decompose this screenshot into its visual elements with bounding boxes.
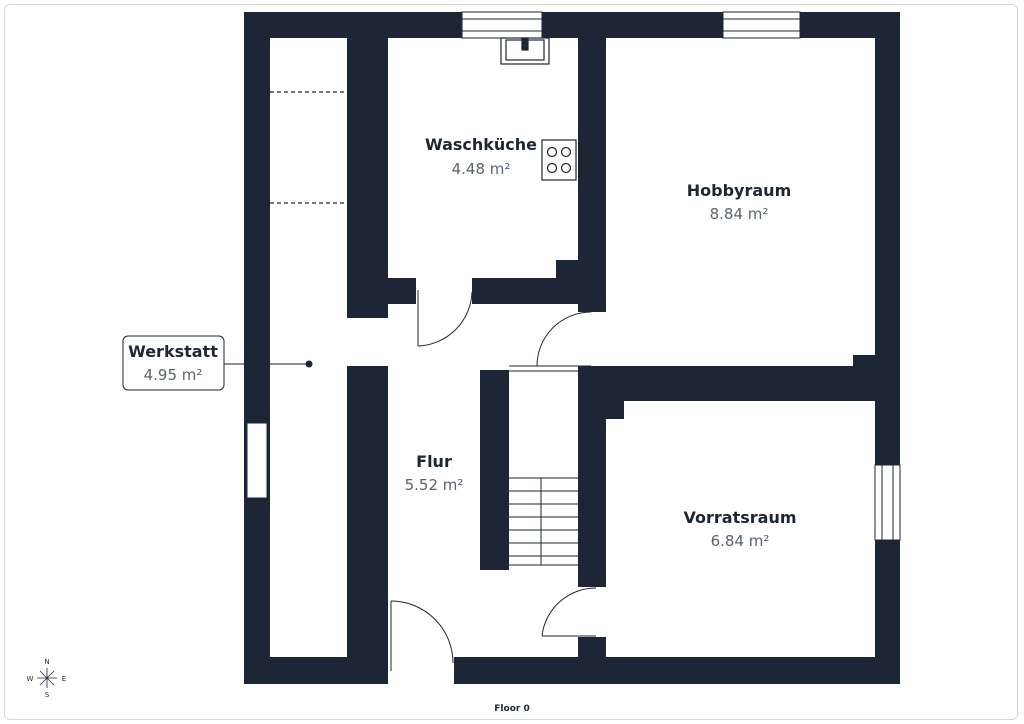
walls xyxy=(244,12,900,684)
compass-n: N xyxy=(44,658,49,666)
stove-icon xyxy=(541,139,577,181)
window-vorratsraum xyxy=(874,464,901,541)
room-area: 5.52 m² xyxy=(405,476,464,494)
room-name: Vorratsraum xyxy=(684,508,797,527)
compass-rose-icon: N E S W xyxy=(27,658,67,699)
wall-top xyxy=(244,12,900,38)
compass-s: S xyxy=(45,691,50,699)
callout-box xyxy=(122,335,225,391)
room-label-werkstatt: Werkstatt 4.95 m² xyxy=(122,335,313,391)
wall-right xyxy=(875,12,900,684)
room-area: 4.48 m² xyxy=(452,160,511,178)
compass-w: W xyxy=(27,675,34,683)
room-area: 4.95 m² xyxy=(144,366,203,384)
stair-opening xyxy=(509,365,578,372)
wall-werkstatt-upper xyxy=(347,38,388,318)
window-hobbyraum xyxy=(722,11,801,39)
wall-vorrat-notch xyxy=(606,401,624,419)
wall-wk-corner xyxy=(556,260,578,304)
floor-label: Floor 0 xyxy=(494,704,529,714)
room-label-flur: Flur 5.52 m² xyxy=(405,452,464,494)
room-name: Werkstatt xyxy=(128,342,218,361)
door-entrance xyxy=(390,600,454,671)
door-vorratsraum xyxy=(541,587,597,637)
windows xyxy=(246,11,901,541)
werkstatt-dashes xyxy=(270,91,347,204)
wall-vorrat-left-upper xyxy=(578,366,606,587)
wall-stair-core xyxy=(480,370,509,570)
callout-dot xyxy=(305,360,313,368)
wall-hobby-left xyxy=(578,38,606,312)
wall-bottom-left xyxy=(244,657,388,684)
room-name: Flur xyxy=(416,452,452,471)
room-label-waschkueche: Waschküche 4.48 m² xyxy=(425,135,537,178)
compass-e: E xyxy=(62,675,66,683)
room-area: 8.84 m² xyxy=(710,205,769,223)
door-waschkueche xyxy=(417,290,473,347)
room-label-hobbyraum: Hobbyraum 8.84 m² xyxy=(687,181,791,223)
wall-left xyxy=(244,12,270,684)
room-name: Waschküche xyxy=(425,135,537,154)
wall-hobby-corner xyxy=(853,355,900,401)
room-area: 6.84 m² xyxy=(711,532,770,550)
wall-vorrat-left-lower xyxy=(578,637,606,657)
room-name: Hobbyraum xyxy=(687,181,791,200)
wall-bottom-right xyxy=(454,657,900,684)
doors xyxy=(390,290,597,671)
page-frame xyxy=(4,4,1018,720)
wall-wk-bottom-left xyxy=(388,278,416,304)
stairs xyxy=(509,477,578,566)
window-werkstatt xyxy=(246,422,268,499)
window-waschkueche xyxy=(461,11,543,39)
wall-werkstatt-lower xyxy=(347,366,388,657)
sink-icon xyxy=(500,37,550,65)
door-hobbyraum xyxy=(536,311,592,367)
wall-hobby-bottom xyxy=(578,366,900,401)
room-label-vorratsraum: Vorratsraum 6.84 m² xyxy=(684,508,797,550)
